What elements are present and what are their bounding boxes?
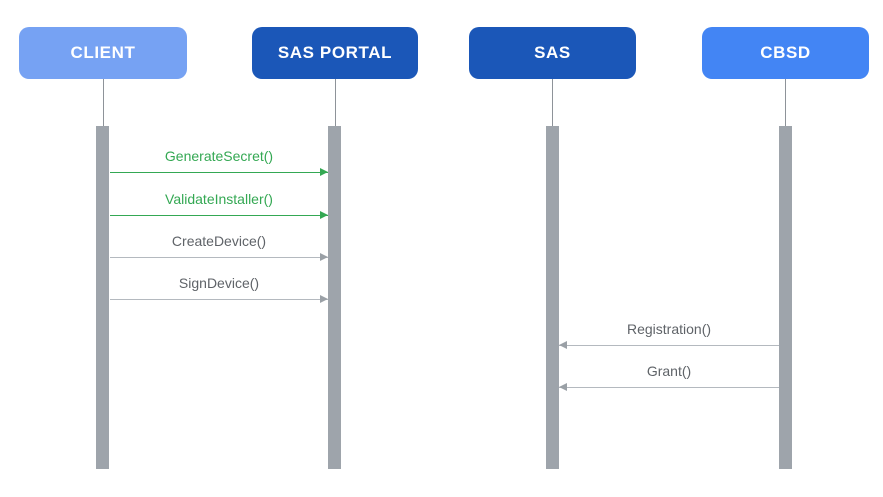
arrowhead-left-icon — [559, 383, 567, 391]
message-label: Registration() — [626, 321, 712, 337]
message-arrow-line — [110, 295, 328, 303]
actor-client: CLIENT — [19, 27, 187, 79]
lifeline-sas — [552, 79, 553, 126]
message-label: GenerateSecret() — [164, 148, 274, 164]
message-label: SignDevice() — [178, 275, 260, 291]
message-validate-installer: ValidateInstaller() — [110, 190, 328, 219]
arrowhead-left-icon — [559, 341, 567, 349]
message-label: CreateDevice() — [171, 233, 267, 249]
message-arrow-line — [110, 253, 328, 261]
actor-cbsd: CBSD — [702, 27, 869, 79]
message-sign-device: SignDevice() — [110, 274, 328, 303]
lifeline-cbsd — [785, 79, 786, 126]
activation-bar-sas — [546, 126, 559, 469]
arrowhead-right-icon — [320, 211, 328, 219]
actor-sas: SAS — [469, 27, 636, 79]
activation-bar-sas-portal — [328, 126, 341, 469]
actor-sas-label: SAS — [534, 43, 571, 62]
arrowhead-right-icon — [320, 253, 328, 261]
actor-sas-portal: SAS PORTAL — [252, 27, 418, 79]
message-label: ValidateInstaller() — [165, 191, 273, 207]
message-arrow-line — [559, 341, 779, 349]
activation-bar-client — [96, 126, 109, 469]
activation-bar-cbsd — [779, 126, 792, 469]
arrowhead-right-icon — [320, 295, 328, 303]
message-create-device: CreateDevice() — [110, 232, 328, 261]
lifeline-client — [103, 79, 104, 126]
lifeline-sas-portal — [335, 79, 336, 126]
message-generate-secret: GenerateSecret() — [110, 147, 328, 176]
message-arrow-line — [110, 211, 328, 219]
actor-cbsd-label: CBSD — [760, 43, 811, 62]
message-label: Grant() — [646, 363, 692, 379]
message-registration: Registration() — [559, 320, 779, 349]
message-arrow-line — [110, 168, 328, 176]
actor-client-label: CLIENT — [70, 43, 136, 62]
message-grant: Grant() — [559, 362, 779, 391]
message-arrow-line — [559, 383, 779, 391]
actor-sas-portal-label: SAS PORTAL — [277, 43, 393, 62]
arrowhead-right-icon — [320, 168, 328, 176]
